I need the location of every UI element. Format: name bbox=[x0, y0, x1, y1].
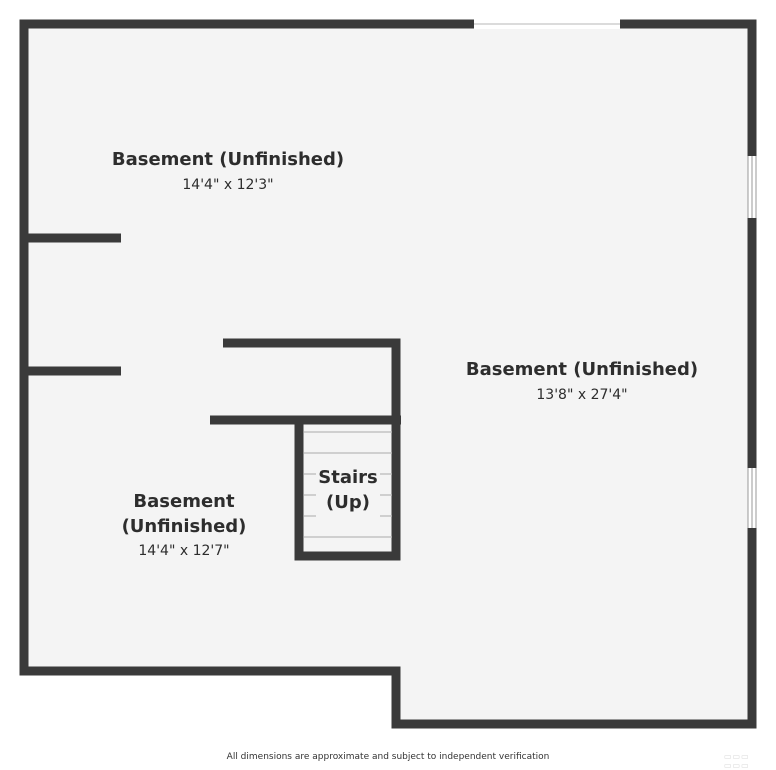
watermark-logo: ▭▭▭ ▭▭▭ bbox=[724, 752, 750, 770]
stairs-label-line1: Stairs bbox=[318, 467, 377, 488]
interior-walls bbox=[24, 233, 401, 561]
exterior-walls bbox=[19, 19, 757, 729]
floor-area bbox=[24, 24, 752, 724]
room-right-dimensions: 13'8" x 27'4" bbox=[536, 387, 627, 403]
room-lower-left-name-line1: Basement bbox=[133, 491, 235, 512]
stairs-label-line2: (Up) bbox=[326, 492, 370, 513]
disclaimer-text: All dimensions are approximate and subje… bbox=[226, 752, 550, 762]
room-lower-left-dimensions: 14'4" x 12'7" bbox=[138, 543, 229, 559]
room-right-name: Basement (Unfinished) bbox=[466, 359, 698, 380]
window-right-lower bbox=[747, 468, 757, 528]
wall-center-upper bbox=[223, 338, 401, 420]
room-upper-left-dimensions: 14'4" x 12'3" bbox=[182, 177, 273, 193]
room-lower-left-name-line2: (Unfinished) bbox=[122, 516, 247, 537]
stair-enclosure bbox=[294, 420, 401, 561]
room-upper-left-name: Basement (Unfinished) bbox=[112, 149, 344, 170]
wall-outline bbox=[19, 19, 757, 729]
window-right-upper bbox=[747, 156, 757, 218]
stair-label-backdrop bbox=[316, 462, 380, 518]
